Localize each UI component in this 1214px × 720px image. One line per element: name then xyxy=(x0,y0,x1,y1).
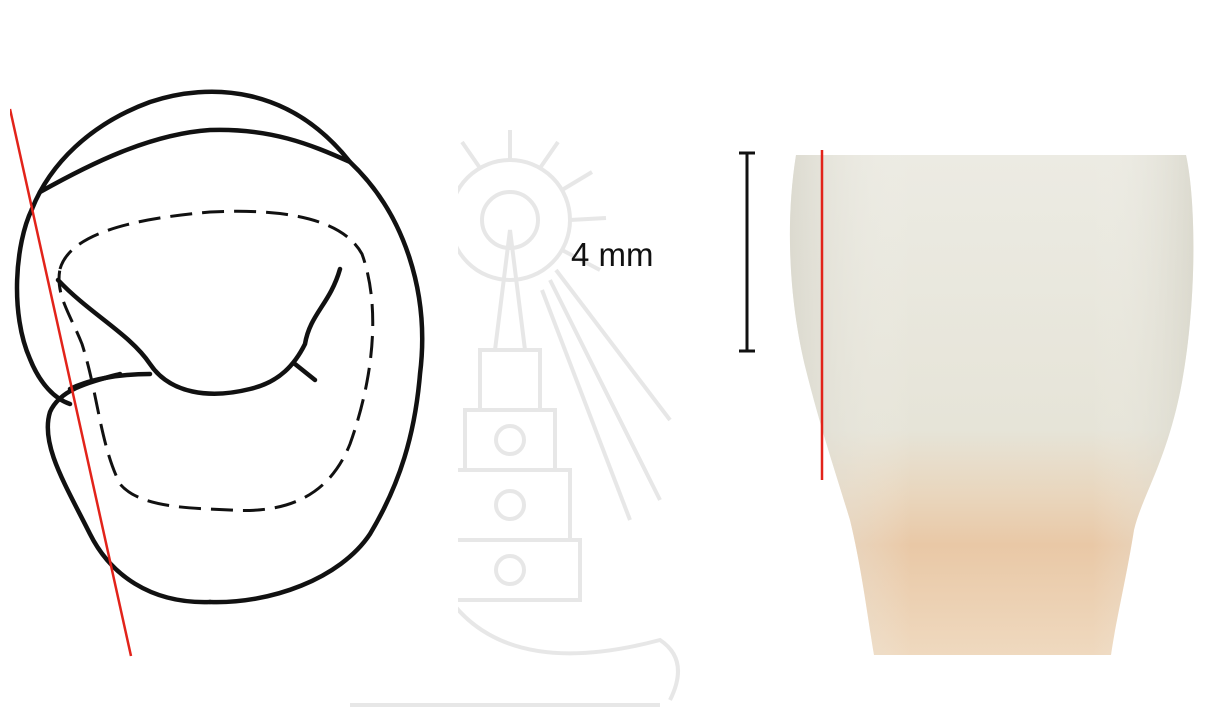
tooth-photo xyxy=(766,150,1206,660)
dashed-inner-outline xyxy=(59,211,373,510)
occlusal-reference-line xyxy=(10,109,131,656)
outer-contour-left xyxy=(17,209,70,404)
scale-bar-label: 4 mm xyxy=(571,236,654,274)
buccal-groove xyxy=(295,364,315,380)
occlusal-outline-panel xyxy=(10,14,458,698)
tooth-photo-panel xyxy=(766,150,1206,660)
occlusal-outline-drawing xyxy=(10,14,458,698)
scale-bar xyxy=(735,150,759,356)
central-groove xyxy=(58,269,340,394)
outer-contour-lower xyxy=(48,374,210,602)
outer-contour-upper xyxy=(32,92,422,602)
